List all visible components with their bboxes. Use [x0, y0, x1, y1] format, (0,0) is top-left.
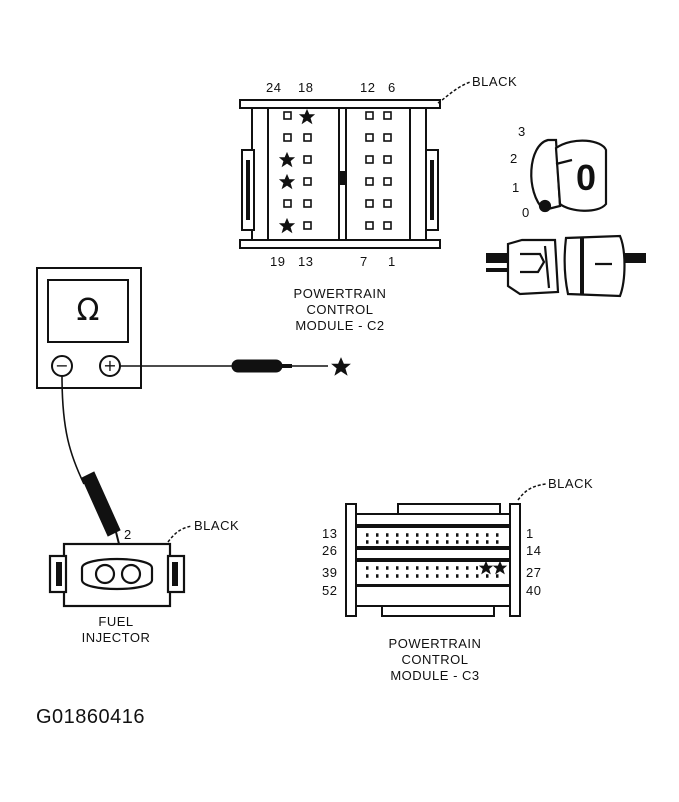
injector-caption-line-1: FUEL — [98, 614, 134, 629]
fuel-injector-connector — [48, 542, 186, 608]
negative-test-lead — [61, 375, 85, 485]
c3-color-label: BLACK — [548, 476, 594, 491]
c2-pin-label-6: 6 — [388, 80, 396, 95]
c2-caption-line-3: MODULE - C2 — [295, 318, 385, 333]
c2-caption-line-2: CONTROL — [306, 302, 374, 317]
injector-pin-label-2: 2 — [124, 527, 132, 542]
c2-pin-label-24: 24 — [266, 80, 282, 95]
ignition-position-2: 2 — [510, 151, 518, 166]
c3-pin-rows — [366, 533, 506, 578]
c3-caption-line-2: CONTROL — [401, 652, 469, 667]
ignition-key-mark: 0 — [575, 157, 597, 198]
ignition-switch — [530, 138, 608, 213]
ohmmeter — [36, 267, 232, 389]
c3-pin-label-26: 26 — [322, 543, 338, 558]
c3-connector — [345, 503, 521, 617]
c3-pin-label-52: 52 — [322, 583, 338, 598]
c2-pin-label-18: 18 — [298, 80, 314, 95]
c3-caption-line-3: MODULE - C3 — [390, 668, 480, 683]
c3-pin-label-40: 40 — [526, 583, 542, 598]
positive-probe-star — [331, 357, 351, 376]
c2-pin-label-7: 7 — [360, 254, 368, 269]
c3-color-leader — [517, 483, 547, 501]
c3-pin-label-27: 27 — [526, 565, 542, 580]
ignition-position-3: 3 — [518, 124, 526, 139]
c3-pin-label-39: 39 — [322, 565, 338, 580]
ignition-position-1: 1 — [512, 180, 520, 195]
ignition-position-0: 0 — [522, 205, 530, 220]
c2-pin-label-1: 1 — [388, 254, 396, 269]
injector-color-leader — [167, 525, 193, 543]
c2-color-leader — [437, 81, 471, 104]
c3-pin-label-13: 13 — [322, 526, 338, 541]
c3-pin-label-14: 14 — [526, 543, 542, 558]
ignition-cylinder — [486, 234, 646, 298]
c2-pin-label-13: 13 — [298, 254, 314, 269]
positive-test-probe — [231, 359, 328, 373]
meter-positive-terminal: + — [103, 356, 117, 375]
c3-caption-line-1: POWERTRAIN — [388, 636, 482, 651]
c2-connector — [239, 99, 441, 249]
injector-caption-line-2: INJECTOR — [81, 630, 151, 645]
ohm-symbol: Ω — [76, 293, 100, 328]
meter-negative-terminal: − — [55, 356, 69, 375]
c2-caption-line-1: POWERTRAIN — [293, 286, 387, 301]
c2-pin-grid — [283, 111, 392, 230]
injector-color-label: BLACK — [194, 518, 240, 533]
c3-pin-label-1: 1 — [526, 526, 534, 541]
c2-pin-label-19: 19 — [270, 254, 286, 269]
figure-code: G01860416 — [36, 706, 146, 728]
c2-color-label: BLACK — [472, 74, 518, 89]
c2-pin-label-12: 12 — [360, 80, 376, 95]
